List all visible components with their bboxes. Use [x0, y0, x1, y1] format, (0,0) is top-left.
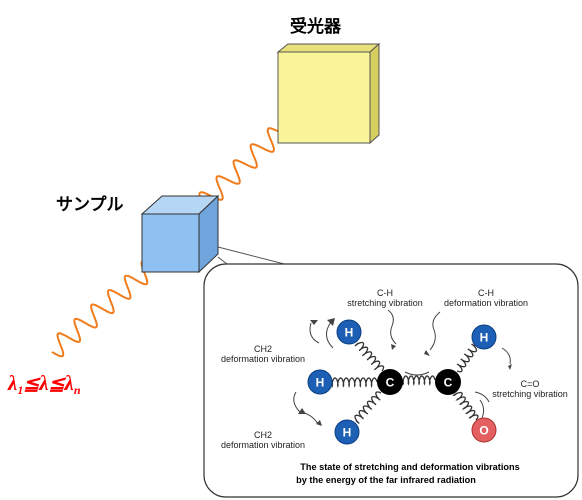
svg-text:H: H	[343, 426, 352, 440]
carbon-atom-left: C	[377, 369, 403, 395]
svg-text:H: H	[480, 331, 489, 345]
detector-front-face	[277, 51, 371, 144]
caption-line-1: The state of stretching and deformation …	[300, 462, 520, 472]
spring-c1-c2	[402, 375, 436, 387]
svg-text:CH2: CH2	[254, 430, 272, 440]
sample-label: サンプル	[56, 194, 124, 215]
hydrogen-atom-right: H	[471, 324, 497, 350]
hydrogen-atom-left: H	[307, 369, 333, 395]
label-co-stretching: C=O stretching vibration	[492, 379, 568, 399]
svg-text:H: H	[345, 326, 354, 340]
svg-text:deformation vibration: deformation vibration	[221, 354, 305, 364]
svg-text:deformation vibration: deformation vibration	[444, 298, 528, 308]
label-ch2-deformation-lower: CH2 deformation vibration	[221, 430, 305, 450]
label-ch-stretching: C-H stretching vibration	[347, 288, 423, 308]
oxygen-atom: O	[471, 417, 497, 443]
detector-box	[276, 42, 381, 145]
spring-c1-h2	[331, 377, 378, 389]
label-ch-deformation: C-H deformation vibration	[444, 288, 528, 308]
svg-text:CH2: CH2	[254, 344, 272, 354]
wavelength-range: λ1≦λ≦λn	[7, 371, 81, 397]
svg-text:C=O: C=O	[521, 379, 540, 389]
svg-text:C-H: C-H	[377, 288, 393, 298]
hydrogen-atom-bottom-left: H	[334, 419, 360, 445]
sample-box	[140, 194, 220, 274]
svg-text:stretching vibration: stretching vibration	[492, 389, 568, 399]
label-ch2-deformation-upper: CH2 deformation vibration	[221, 344, 305, 364]
svg-text:C: C	[386, 376, 395, 390]
spring-c2-h4	[456, 343, 478, 373]
svg-text:C-H: C-H	[478, 288, 494, 298]
sample-front-face	[141, 213, 200, 273]
bond-springs	[331, 341, 479, 424]
detector-label: 受光器	[290, 16, 342, 37]
spring-c1-h3	[354, 391, 382, 424]
carbon-atom-right: C	[435, 369, 461, 395]
svg-text:O: O	[479, 424, 488, 438]
svg-text:H: H	[316, 376, 325, 390]
hydrogen-atom-top-left: H	[336, 319, 362, 345]
svg-text:C: C	[444, 376, 453, 390]
caption-line-2: by the energy of the far infrared radiat…	[296, 475, 476, 485]
svg-text:deformation vibration: deformation vibration	[221, 440, 305, 450]
spring-c1-h1	[354, 341, 385, 372]
spring-c2-o1	[452, 391, 479, 421]
svg-text:stretching vibration: stretching vibration	[347, 298, 423, 308]
